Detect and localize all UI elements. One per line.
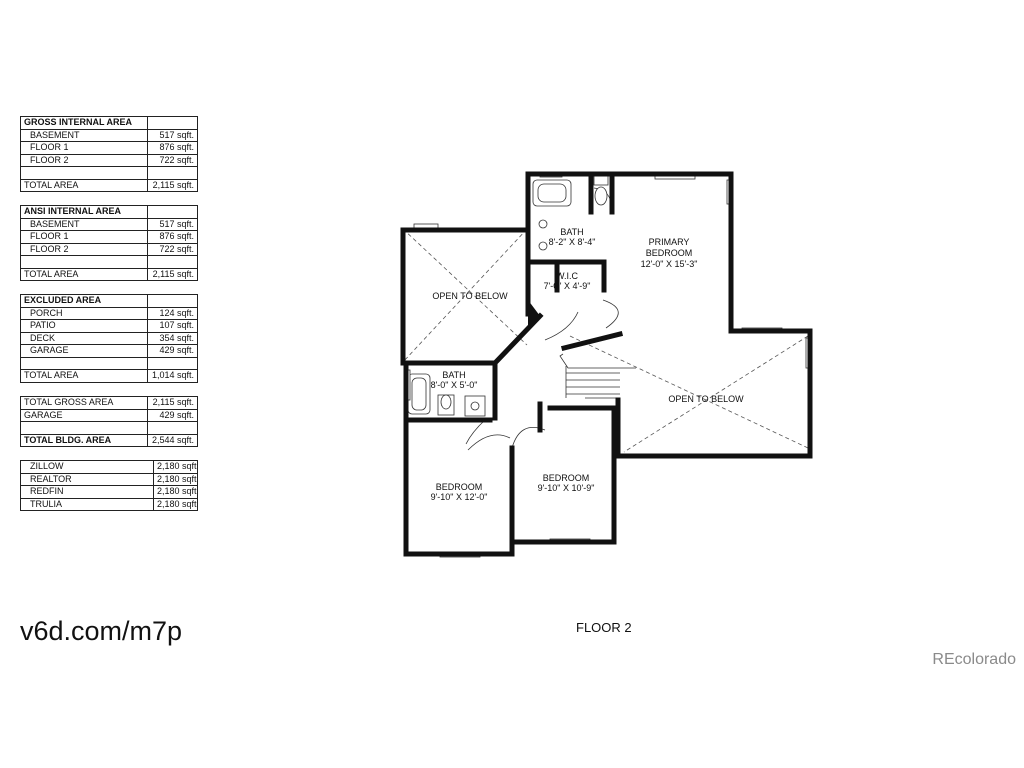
table-row-value: 354 sqft.: [147, 331, 198, 345]
open-to-below-right: OPEN TO BELOW: [668, 394, 744, 404]
primary-bedroom-name-2: BEDROOM: [646, 248, 693, 258]
staircase: [544, 299, 636, 399]
primary-bedroom-dims: 12'-0" X 15'-3": [641, 259, 698, 269]
total-bldg-value: 2,544 sqft.: [147, 433, 198, 447]
table-row-value: 2,180 sqft.: [153, 497, 198, 511]
table-total-value: 1,014 sqft.: [147, 369, 198, 383]
lower-bath-dims: 8'-0" X 5'-0": [431, 380, 478, 390]
upper-bath-name: BATH: [560, 227, 583, 237]
table-total-value: 2,115 sqft.: [147, 267, 198, 281]
upper-bath-dims: 8'-2" X 8'-4": [549, 237, 596, 247]
table-total-label: TOTAL AREA: [20, 178, 148, 192]
bedroom-right-dims: 9'-10" X 10'-9": [538, 483, 595, 493]
bedroom-left-name: BEDROOM: [436, 482, 483, 492]
open-to-below-diagonals: [402, 228, 809, 453]
table-row-value: 124 sqft.: [147, 306, 198, 320]
table-total-label: TOTAL AREA: [20, 267, 148, 281]
bath-fixtures: [407, 174, 609, 417]
room-labels: BATH 8'-2" X 8'-4" W.I.C 7'-0" X 4'-9" P…: [431, 227, 745, 502]
open-to-below-left: OPEN TO BELOW: [432, 291, 508, 301]
floor-label: FLOOR 2: [576, 620, 632, 635]
wic-name: W.I.C: [556, 271, 578, 281]
wic-dims: 7'-0" X 4'-9": [544, 281, 591, 291]
table-row-label: TRULIA: [20, 497, 154, 511]
listing-url: v6d.com/m7p: [20, 616, 183, 646]
brand-watermark: REcolorado: [932, 651, 1016, 668]
walls: [400, 171, 813, 557]
primary-bedroom-name-1: PRIMARY: [649, 237, 690, 247]
bedroom-left-dims: 9'-10" X 12'-0": [431, 492, 488, 502]
lower-bath-name: BATH: [442, 370, 465, 380]
bedroom-right-name: BEDROOM: [543, 473, 590, 483]
table-total-value: 2,115 sqft.: [147, 178, 198, 192]
wall-corner-fill: [528, 300, 540, 328]
